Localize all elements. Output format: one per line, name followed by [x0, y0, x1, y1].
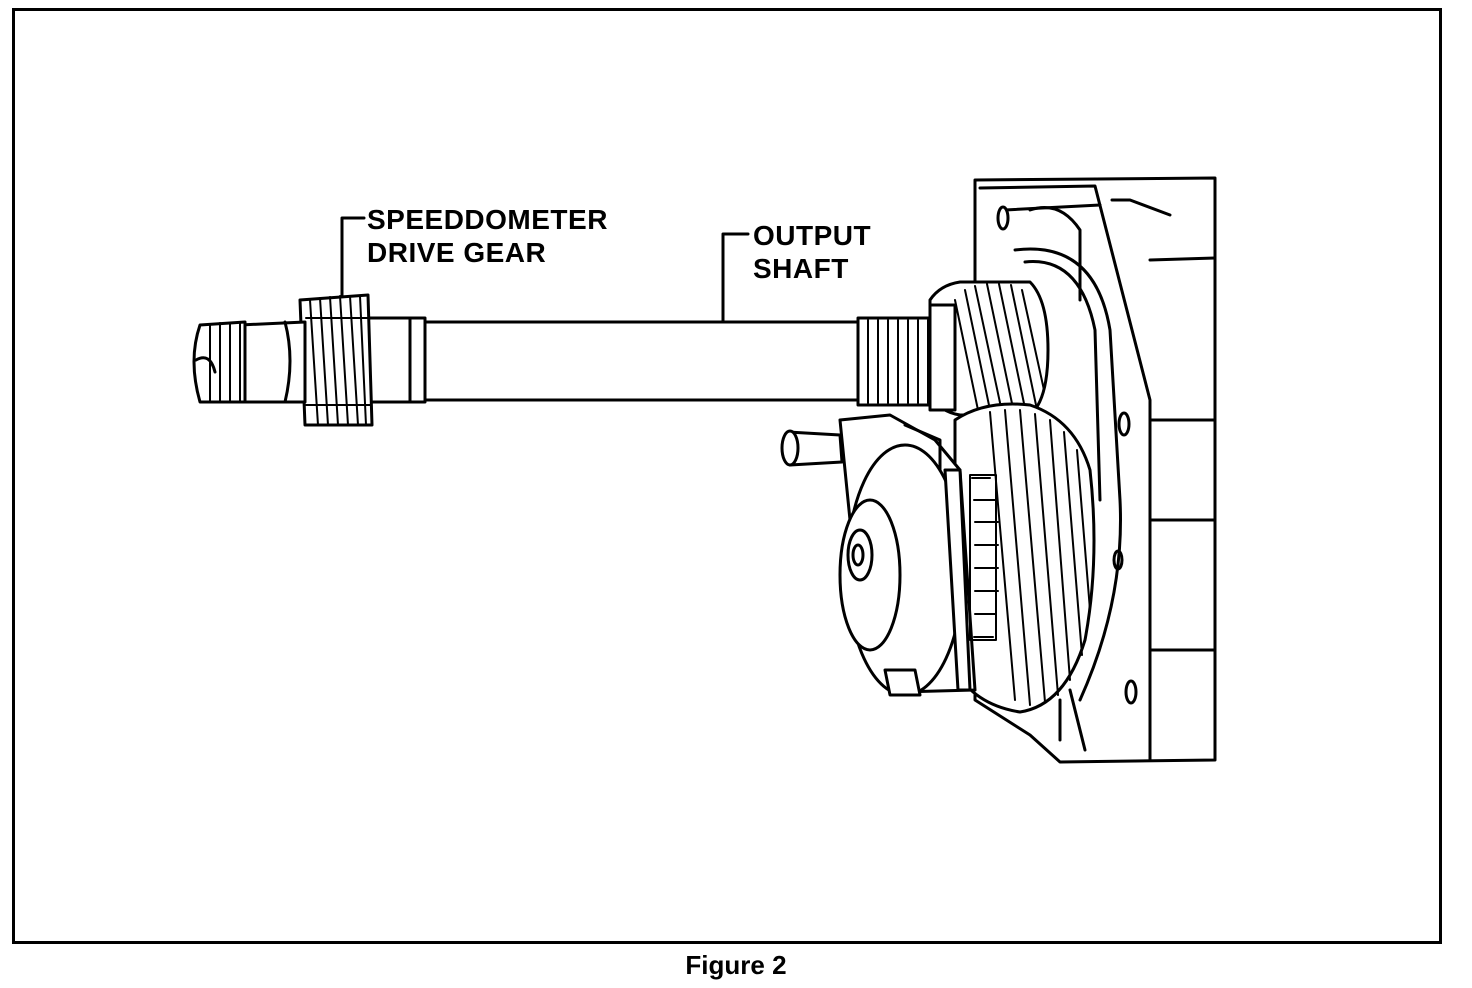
speedometer-label-line1: SPEEDDOMETER: [367, 204, 608, 235]
speedometer-label-line2: DRIVE GEAR: [367, 237, 547, 268]
output-shaft: [395, 303, 957, 412]
output-shaft-leader-line: [721, 232, 750, 324]
output-shaft-label-line2: SHAFT: [753, 253, 849, 284]
speedometer-drive-gear-label: SPEEDDOMETER DRIVE GEAR: [367, 203, 608, 269]
shift-pin: [780, 429, 844, 467]
output-shaft-label: OUTPUT SHAFT: [753, 219, 871, 285]
shaft-end: [192, 320, 307, 404]
figure-caption: Figure 2: [685, 950, 787, 980]
main-drive-gear: [928, 280, 1050, 417]
speedometer-drive-gear: [298, 293, 412, 427]
speedometer-leader-line: [340, 216, 366, 298]
output-shaft-label-line1: OUTPUT: [753, 220, 872, 251]
counter-gear: [953, 402, 1096, 714]
synchronizer-assembly: [838, 413, 999, 697]
